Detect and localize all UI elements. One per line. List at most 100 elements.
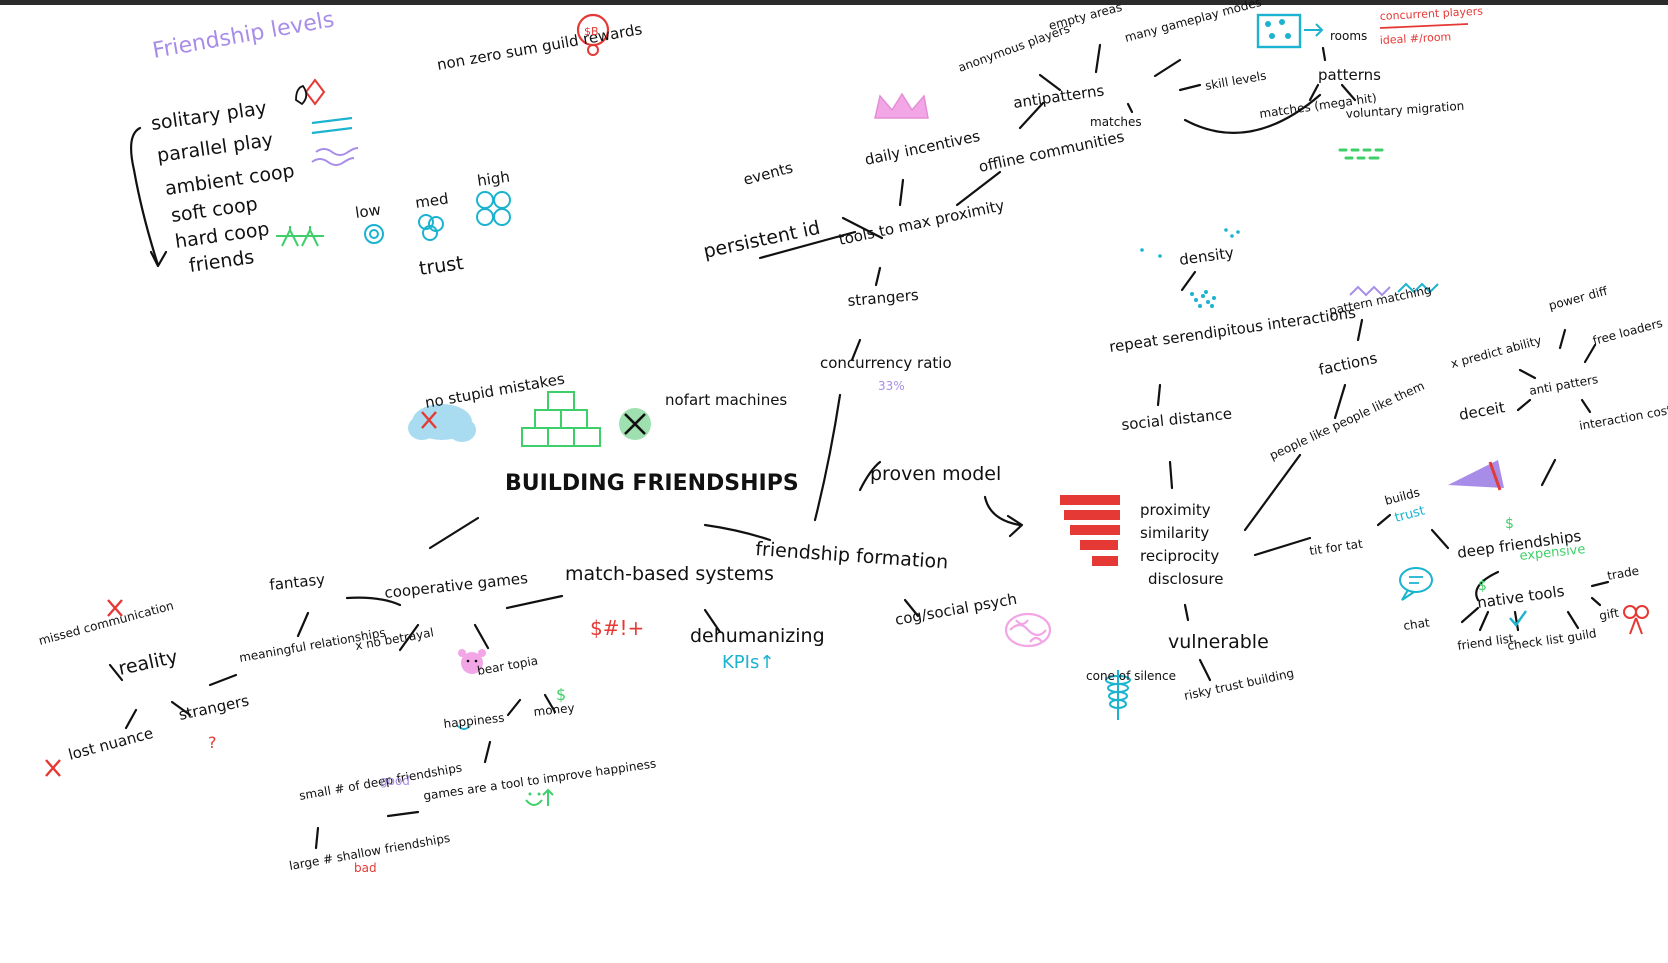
trust-med-icon (418, 214, 444, 241)
money: money (533, 701, 575, 719)
link-center-coop (428, 516, 480, 550)
anti-patters: anti patters (1528, 372, 1599, 398)
tools-max-proximity: tools to max proximity (837, 196, 1006, 249)
deceit: deceit (1458, 398, 1507, 424)
pattern-matching: pattern matching (1328, 283, 1433, 318)
power-diff: power diff (1547, 284, 1609, 313)
symbols: $#!+ (590, 616, 644, 640)
people-icon (276, 226, 324, 247)
dehumanizing: dehumanizing (690, 625, 825, 647)
bear-topia: bear topia (476, 653, 539, 677)
money-sign: $ (556, 685, 566, 704)
spiral-icon (1105, 670, 1131, 720)
link-reality-lost (124, 708, 138, 730)
link-predict-anti (1518, 368, 1537, 380)
level-ambient: ambient coop (164, 160, 296, 200)
link-anti-deceit (1516, 398, 1532, 412)
chat-bubble-icon (1399, 567, 1433, 601)
center-title: BUILDING FRIENDSHIPS (505, 471, 799, 496)
cloud-icon (408, 404, 476, 442)
link-missed-reality (108, 663, 124, 682)
cog-social-psych: cog/social psych (894, 590, 1019, 629)
brain-icon (1004, 612, 1052, 648)
link-deep-native (1475, 570, 1500, 602)
migration-dots-icon (1338, 148, 1384, 160)
risky-trust-building: risky trust building (1183, 666, 1296, 703)
link-density-repeat (1180, 270, 1197, 292)
crown-icon (874, 92, 929, 119)
check-icon (1509, 610, 1527, 627)
check-list: check list (1506, 631, 1564, 653)
link-persistent-tools (758, 230, 857, 260)
wavy-lines-icon (311, 147, 359, 166)
fantasy: fantasy (269, 570, 326, 594)
density-dots-icon (1140, 228, 1240, 308)
link-match-dehumanizing (703, 608, 722, 634)
skill-levels: skill levels (1204, 68, 1267, 93)
link-modes-anti (1153, 58, 1182, 78)
legend-title: Friendship levels (151, 7, 336, 64)
link-meaningful-reality (208, 673, 238, 687)
predictability: x predict ability (1449, 333, 1543, 371)
no-stupid-mistakes: no stupid mistakes (424, 370, 567, 412)
trust-med: med (414, 189, 450, 211)
x-circle-icon (619, 408, 651, 440)
lost-nuance: lost nuance (66, 724, 155, 764)
link-factions-people (1333, 383, 1347, 420)
link-native-trade (1590, 580, 1610, 588)
link-rooms-patterns (1321, 46, 1327, 62)
link-social-proximity (1168, 460, 1174, 490)
trust-low-icon (364, 224, 384, 244)
persistent-id: persistent id (701, 217, 822, 263)
link-concurrency-strangers (850, 338, 862, 362)
arrowhead (1006, 514, 1024, 538)
no-fart-machines: nofart machines (665, 391, 787, 409)
underline (1379, 23, 1469, 29)
link-matches-patterns (1183, 93, 1322, 134)
link-strangers-tools (874, 266, 882, 287)
link-events-tools (841, 216, 884, 240)
social-distance: social distance (1121, 404, 1233, 434)
free-loaders: free loaders (1591, 316, 1664, 348)
interaction-cost: interaction cost (1578, 403, 1668, 433)
decorations (45, 13, 1649, 806)
gift-icon (1623, 605, 1649, 635)
concurrent-players: concurrent players (1379, 5, 1483, 23)
missed-communication: missed communication (37, 598, 175, 648)
x-mark-icon (107, 599, 123, 617)
level-parallel: parallel play (156, 129, 275, 167)
link-anonymous-anti (1038, 73, 1062, 92)
link-native-gift (1590, 596, 1602, 607)
cone-of-silence: cone of silence (1086, 669, 1176, 683)
concurrency-ratio: concurrency ratio (820, 354, 952, 372)
offline-communities: offline communities (977, 127, 1126, 175)
link-free-anti (1583, 343, 1597, 364)
kpis: KPIs↑ (722, 652, 774, 673)
link-coop-match (505, 594, 564, 610)
legend-arrowhead (149, 250, 168, 268)
link-proven-arrow (983, 495, 1022, 527)
antipatterns: antipatterns (1012, 81, 1105, 112)
top-bar (0, 0, 1668, 5)
link-patterns-voluntary (1340, 83, 1357, 102)
link-power-anti (1558, 328, 1567, 350)
link-native-guild (1566, 610, 1580, 630)
people-like-them: people like people like them (1267, 379, 1426, 463)
strangers-reality: strangers (177, 691, 251, 723)
strangers: strangers (847, 286, 920, 310)
trade: trade (1606, 564, 1640, 583)
blocks-icon (521, 391, 601, 447)
gift: gift (1598, 606, 1620, 623)
empty-areas: empty areas (1047, 0, 1123, 33)
guild-rewards-note: non zero sum guild rewards (436, 20, 644, 74)
link-repeat-social (1156, 383, 1162, 407)
dollar-sign: $ (1478, 578, 1487, 594)
link-small-games (386, 810, 420, 818)
trust-high: high (476, 168, 511, 190)
expensive: expensive (1519, 542, 1586, 564)
link-offline-tools (955, 170, 1002, 207)
cooperative-games: cooperative games (384, 569, 529, 602)
link-anti-deep (1540, 458, 1557, 487)
bear-icon (458, 649, 486, 674)
link-formation-proven (858, 460, 882, 492)
